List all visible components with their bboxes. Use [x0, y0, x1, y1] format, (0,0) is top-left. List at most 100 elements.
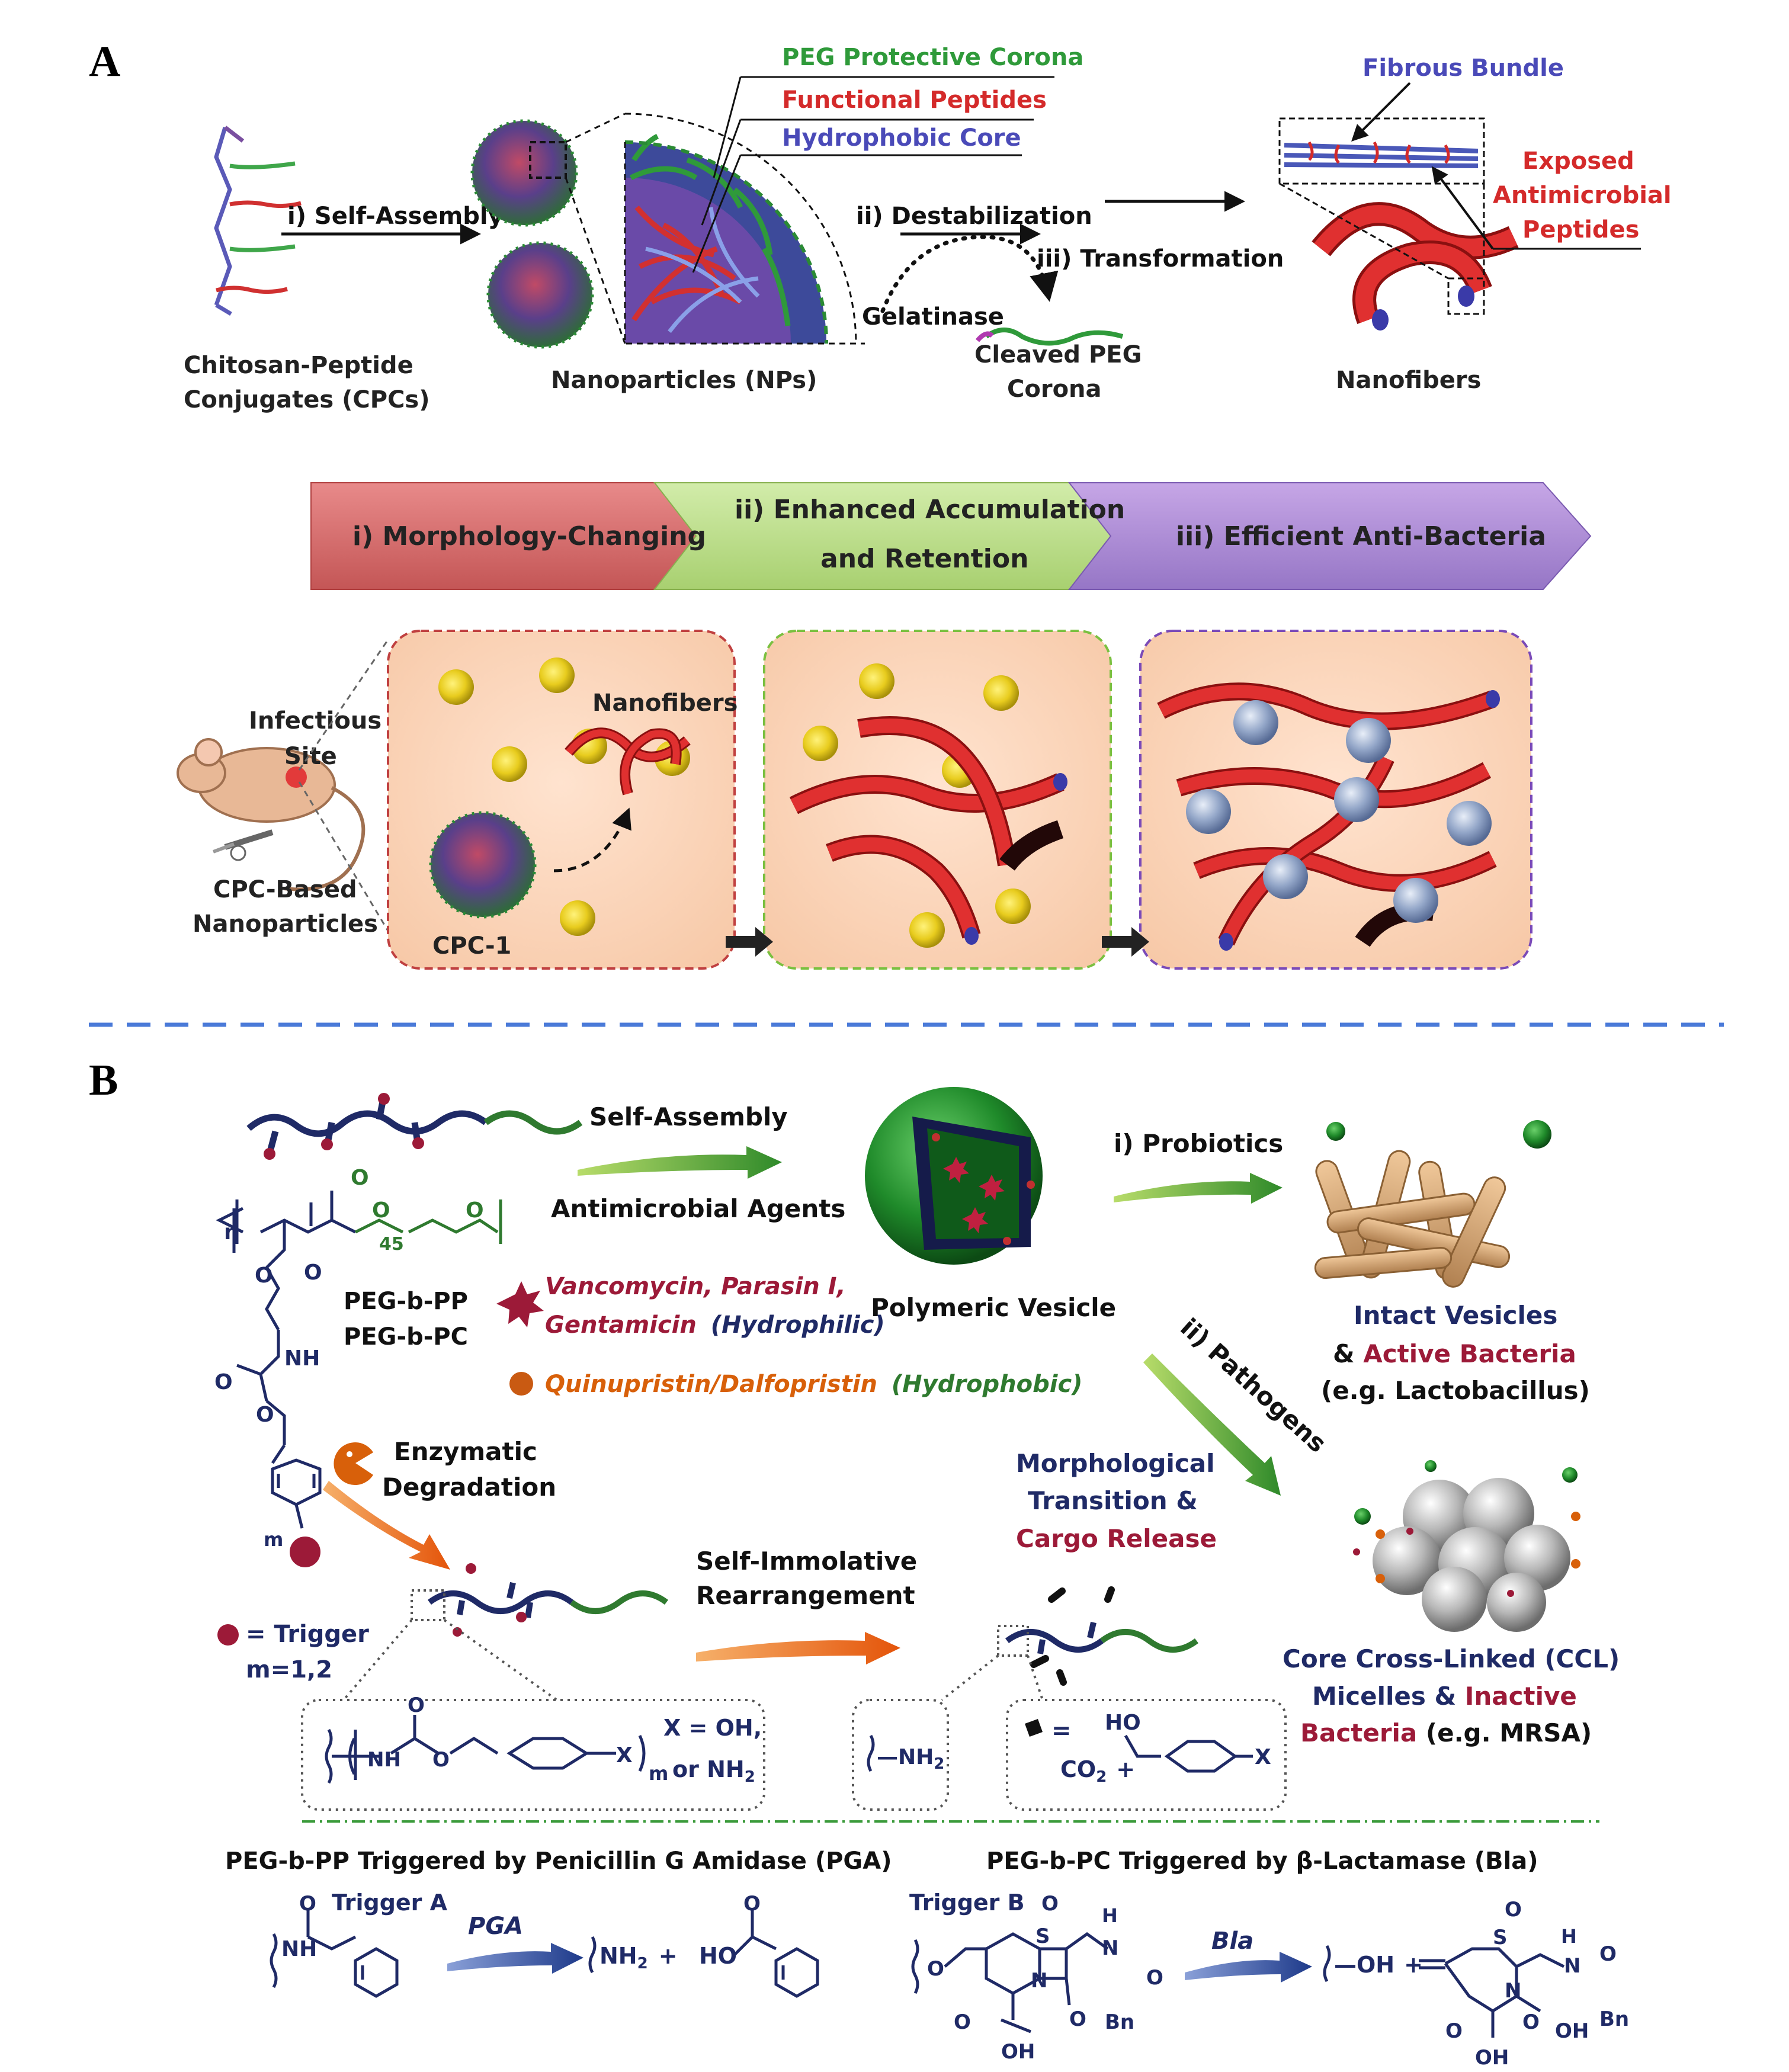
bla-s: S: [1493, 1926, 1508, 1949]
pga-title: PEG-b-PP Triggered by Penicillin G Amida…: [225, 1848, 892, 1875]
x-choice-line1: X = OH,: [663, 1715, 762, 1741]
hydrophobic-tag: (Hydrophobic): [892, 1371, 1083, 1398]
cpc-label-line1: Chitosan-Peptide: [184, 352, 413, 379]
box3-contents: [1157, 682, 1500, 951]
panel-a-letter: A: [89, 37, 120, 86]
hydrophilic-drug-star: [496, 1281, 544, 1327]
trigger-b-label: Trigger B: [909, 1890, 1025, 1916]
fibrous-bundle-label: Fibrous Bundle: [1362, 54, 1564, 82]
polymeric-vesicle: [865, 1087, 1043, 1265]
struct-o-acrylate: O: [304, 1260, 322, 1285]
ccl-line2: Micelles & Inactive: [1312, 1682, 1577, 1711]
struct-o-top: O: [351, 1166, 369, 1190]
exposed-peptides-leader: [1431, 166, 1494, 250]
ccl-mrsa: (e.g. MRSA): [1426, 1718, 1592, 1747]
bla-title: PEG-b-PC Triggered by β-Lactamase (Bla): [986, 1848, 1538, 1875]
fibrous-bundle-leader: [1351, 82, 1411, 142]
box1-nanoparticle: [429, 811, 537, 919]
zoom-guide-bottom: [565, 177, 626, 344]
legend-peg-corona: PEG Protective Corona: [782, 44, 1083, 71]
released-fragment-icon: [1025, 1719, 1043, 1737]
vesicle-small-2: [1523, 1120, 1551, 1149]
x-choice-sub2: 2: [745, 1768, 755, 1786]
ceph-bn: Bn: [1105, 2010, 1134, 2034]
pacman-eye: [347, 1451, 352, 1457]
carbamate-guide-2: [443, 1619, 558, 1701]
active-bacteria: Active Bacteria: [1363, 1339, 1576, 1368]
self-assembly-b-arrow: [578, 1146, 782, 1179]
phenylacetic-o: O: [743, 1892, 761, 1916]
morph-line1: Morphological: [1016, 1449, 1215, 1478]
pathogens-arrow: [1143, 1353, 1281, 1496]
intact-vesicles-line1: Intact Vesicles: [1354, 1301, 1557, 1330]
pga-product-ho: HO: [699, 1943, 737, 1969]
ccl-micelle-cluster: [1353, 1460, 1580, 1632]
struct-o-link: O: [255, 1263, 273, 1288]
release-benzyl-structure: [1124, 1734, 1253, 1773]
self-assembly-b-label: Self-Assembly: [589, 1102, 788, 1131]
ceph-o-amide: O: [1146, 1966, 1163, 1990]
pacman-enzyme-icon: [334, 1442, 373, 1485]
struct-m: m: [264, 1528, 283, 1551]
trigger-ball-legend: [217, 1624, 239, 1646]
nanoparticle-bottom: [486, 241, 594, 349]
banner-stage-1: i) Morphology-Changing: [352, 521, 706, 551]
trigger-a-o: O: [299, 1892, 316, 1916]
x-choice-line2: or NH2: [672, 1756, 755, 1786]
stage-arrow-2: [1102, 927, 1149, 957]
hydrophilic-drugs-line1: Vancomycin, Parasin I,: [545, 1273, 846, 1300]
pathogens-label: ii) Pathogens: [1175, 1313, 1332, 1458]
pga-enzyme-label: PGA: [468, 1913, 523, 1940]
ceph-o-s: O: [1041, 1892, 1059, 1916]
carbamate-guide-1: [342, 1619, 413, 1701]
legend-leader-lines: [692, 76, 1054, 273]
exposed-label-line3: Peptides: [1522, 216, 1639, 243]
bla-enzyme-label: Bla: [1211, 1927, 1253, 1955]
ceph-o-carboxyl: O: [954, 2010, 971, 2034]
gelatinase-label: Gelatinase: [862, 303, 1004, 331]
ccl-bacteria: Bacteria: [1300, 1718, 1417, 1747]
morph-line3: Cargo Release: [1016, 1524, 1217, 1553]
peg-b-polymer-structure: [216, 1191, 502, 1529]
struct-o-benzyl: O: [256, 1403, 274, 1427]
hydrophobic-drugs: Quinupristin/Dalfopristin (Hydrophobic): [545, 1371, 1082, 1398]
probiotics-arrow: [1114, 1173, 1283, 1204]
banner-stage-2-line2: and Retention: [820, 544, 1028, 574]
degraded-polymer: [428, 1563, 668, 1637]
transformation-label: iii) Transformation: [1037, 245, 1284, 272]
struct-nh: NH: [284, 1346, 320, 1371]
gelatinase-dotted-arrow: [880, 235, 1059, 313]
destabilization-label: ii) Destabilization: [856, 203, 1092, 230]
ceph-n-amide: N: [1102, 1936, 1118, 1960]
self-immolative-line2: Rearrangement: [696, 1581, 915, 1610]
bla-bn: Bn: [1599, 2007, 1629, 2031]
bla-n: N: [1505, 1979, 1521, 2003]
polymeric-vesicle-label: Polymeric Vesicle: [871, 1293, 1116, 1322]
bla-product-oh: —OH+: [1334, 1952, 1423, 1978]
bla-o-s: O: [1505, 1898, 1522, 1922]
ceph-oh: OH: [1001, 2040, 1035, 2064]
carbamate-x: X: [616, 1743, 633, 1768]
carbamate-nh: NH: [367, 1748, 401, 1772]
nanofibers-label: Nanofibers: [1336, 367, 1481, 394]
cleaved-peg-end: [975, 331, 994, 342]
release-plus: +: [1116, 1756, 1135, 1782]
release-guide: [1027, 1655, 1044, 1701]
trigger-m-label: m=1,2: [246, 1656, 332, 1683]
struct-sub-45: 45: [379, 1234, 404, 1255]
ccl-line3: Bacteria (e.g. MRSA): [1300, 1718, 1592, 1747]
box1-transform-arrow: [553, 807, 631, 873]
struct-n: n: [224, 1220, 239, 1245]
nanoparticle-zoom: [624, 113, 865, 345]
antimicrobial-agents-label: Antimicrobial Agents: [551, 1194, 845, 1223]
ceph-h: H: [1102, 1904, 1118, 1927]
release-eq: =: [1051, 1717, 1072, 1744]
cephalosporin-structure: [911, 1932, 1109, 2033]
intact-vesicles-line2: & Active Bacteria: [1333, 1339, 1576, 1368]
morph-line2: Transition &: [1028, 1486, 1198, 1515]
cpc-polymer-drawing: [214, 126, 302, 316]
bla-oh: OH: [1357, 1952, 1394, 1978]
carbamate-o: O: [432, 1748, 450, 1772]
box1-nanofibers-label: Nanofibers: [592, 689, 738, 717]
legend-hydrophobic-core: Hydrophobic Core: [782, 124, 1021, 152]
